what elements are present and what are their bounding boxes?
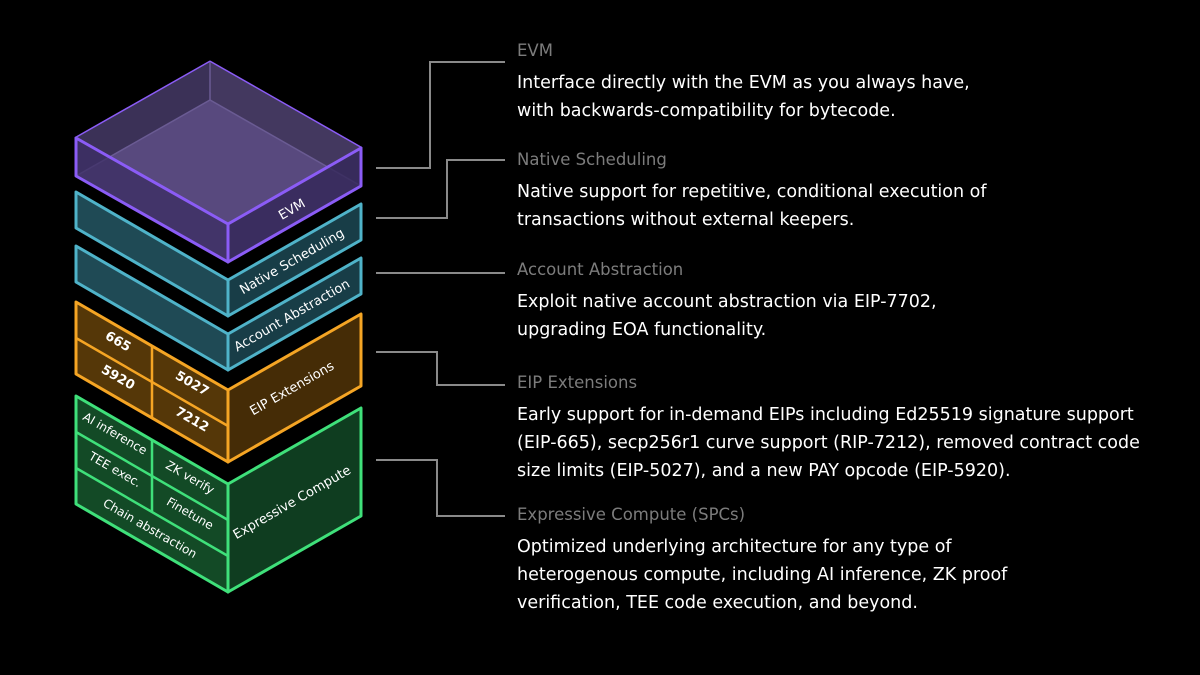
description-title: Expressive Compute (SPCs) <box>517 505 746 524</box>
layer-evm: EVM <box>74 60 363 264</box>
description-title: EIP Extensions <box>517 373 638 392</box>
description-body: Optimized underlying architecture for an… <box>517 537 1008 613</box>
description-title: Native Scheduling <box>517 150 667 169</box>
eip-extensions-side-face <box>226 312 363 464</box>
description-title: Account Abstraction <box>517 260 684 279</box>
layer-expressive-compute: AI inference ZK verify TEE exec. Finetun… <box>74 394 363 594</box>
native-scheduling-side-face <box>226 202 363 318</box>
expressive-compute-grid <box>75 430 229 558</box>
evm-inner-wall-left <box>76 62 210 176</box>
description-body: Exploit native account abstraction via E… <box>517 292 937 340</box>
connector-evm <box>376 61 505 169</box>
connector-expressive-compute <box>376 459 505 517</box>
description-eip-extensions: EIP Extensions Early support for in-dema… <box>517 372 1177 485</box>
description-body: Interface directly with the EVM as you a… <box>517 73 970 121</box>
connector-eip-extensions <box>376 351 505 386</box>
description-native-scheduling: Native Scheduling Native support for rep… <box>517 149 1177 234</box>
evm-inner-wall-right <box>210 62 361 186</box>
connector-native-scheduling <box>376 159 505 219</box>
account-abstraction-side-face <box>226 256 363 372</box>
evm-side-face <box>226 146 363 264</box>
eip-extensions-grid <box>75 336 229 428</box>
layer-eip-extensions: 665 5920 5027 7212 EIP Extensions <box>74 300 363 464</box>
description-evm: EVM Interface directly with the EVM as y… <box>517 40 1177 125</box>
description-body: Early support for in-demand EIPs includi… <box>517 405 1140 481</box>
description-body: Native support for repetitive, condition… <box>517 182 987 230</box>
description-account-abstraction: Account Abstraction Exploit native accou… <box>517 259 1177 344</box>
description-title: EVM <box>517 41 553 60</box>
description-expressive-compute: Expressive Compute (SPCs) Optimized unde… <box>517 504 1177 617</box>
connector-lines <box>376 61 505 517</box>
